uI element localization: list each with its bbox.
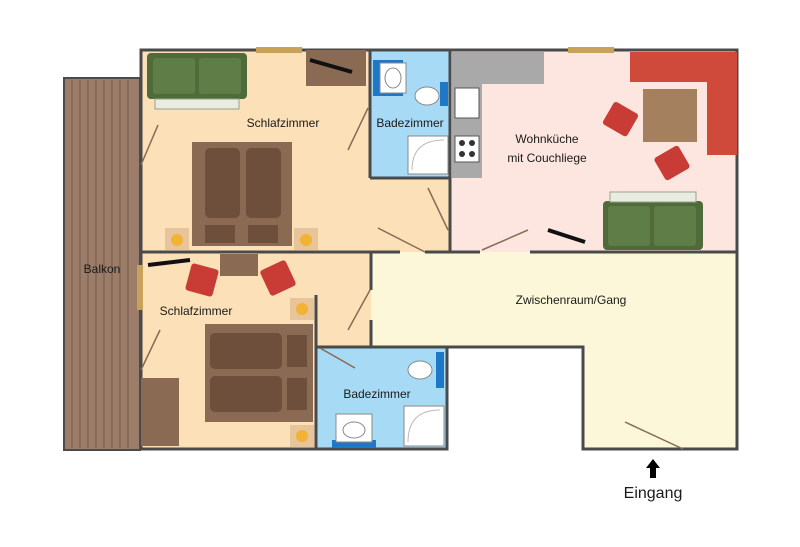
- walls: [139, 48, 739, 451]
- shower-icon: [403, 405, 445, 447]
- tv-icon: [147, 258, 191, 267]
- armchair-icon: [185, 263, 219, 297]
- bedroom-1-extension: [370, 178, 450, 252]
- bedroom-2-furniture: [141, 254, 314, 447]
- bathroom-1-fixtures: [373, 60, 449, 175]
- lamp-icon: [300, 234, 312, 246]
- dining-table-icon: [643, 89, 697, 142]
- entrance-label: Eingang: [624, 485, 683, 502]
- armchair-icon: [602, 101, 639, 137]
- up-arrow-icon: [646, 459, 660, 478]
- armchair-icon: [654, 145, 690, 181]
- room-label-badezimmer-1: Badezimmer: [376, 116, 443, 130]
- side-table-icon: [220, 254, 258, 276]
- kitchen-furniture: [452, 52, 737, 250]
- door-swings: [140, 107, 684, 450]
- toilet-icon: [414, 86, 440, 106]
- hallway-floor: [371, 252, 737, 449]
- shower-icon: [407, 135, 449, 175]
- stove-icon: [454, 135, 480, 163]
- room-label-wohnkueche: Wohnküche: [515, 132, 578, 146]
- entrance-marker: Eingang: [624, 459, 683, 502]
- tv-icon: [547, 228, 586, 244]
- room-label-zwischenraum: Zwischenraum/Gang: [516, 293, 627, 307]
- lamp-icon: [296, 430, 308, 442]
- room-label-schlafzimmer-1: Schlafzimmer: [247, 116, 320, 130]
- lamp-icon: [296, 303, 308, 315]
- windows: [137, 47, 614, 310]
- toilet-icon: [407, 360, 433, 380]
- armchair-icon: [260, 260, 296, 296]
- bedroom-1-furniture: [147, 50, 366, 250]
- room-label-badezimmer-2: Badezimmer: [343, 387, 410, 401]
- wardrobe-icon: [141, 378, 179, 446]
- room-label-balkon: Balkon: [84, 262, 121, 276]
- room-label-wohnkueche-sub: mit Couchliege: [507, 151, 587, 165]
- lamp-icon: [171, 234, 183, 246]
- counter-l-icon: [630, 52, 737, 155]
- balcony-area: [63, 77, 141, 451]
- bathroom-2-fixtures: [332, 352, 445, 448]
- room-label-schlafzimmer-2: Schlafzimmer: [160, 304, 233, 318]
